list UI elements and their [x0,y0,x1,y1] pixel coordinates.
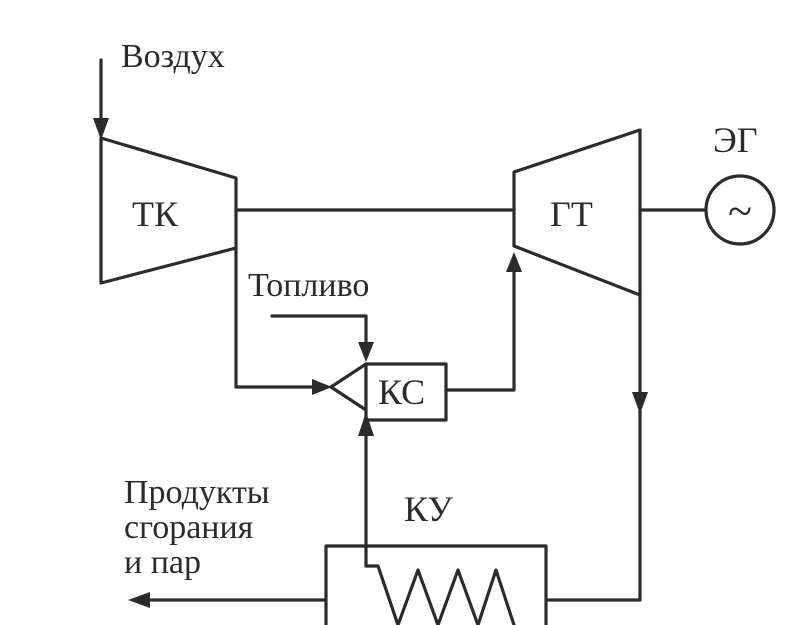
fuel-label: Топливо [248,267,369,304]
outlet-arrow [128,592,150,608]
generator-circle [704,174,776,246]
hot-gas-arrow [506,252,522,272]
exhaust-label-line3: и пар [124,544,201,581]
air-label: Воздух [121,38,225,75]
boiler-coil [364,564,516,625]
exhaust-label-line1: Продукты [124,474,270,511]
generator-label: ЭГ [713,120,758,160]
compressed-air-arrow [312,379,332,395]
burner-triangle [329,362,368,412]
exhaust-arrow [632,392,648,414]
boiler-label: КУ [404,489,453,529]
compressed-air-line [234,246,320,389]
exhaust-label-line2: сгорания [124,509,254,546]
combustor-box [364,362,448,422]
exhaust-to-boiler-line [544,408,642,602]
compressor-label: ТК [132,194,179,234]
steam-arrow [358,412,374,436]
combustor-label: КС [378,372,425,412]
boiler-box [324,544,548,625]
fuel-line [270,314,368,348]
hot-gas-line [444,266,516,392]
fuel-arrow [358,342,374,362]
turbine-label: ГТ [550,194,593,234]
generator-tilde: ~ [728,187,752,236]
air-inlet-arrow [93,118,109,140]
